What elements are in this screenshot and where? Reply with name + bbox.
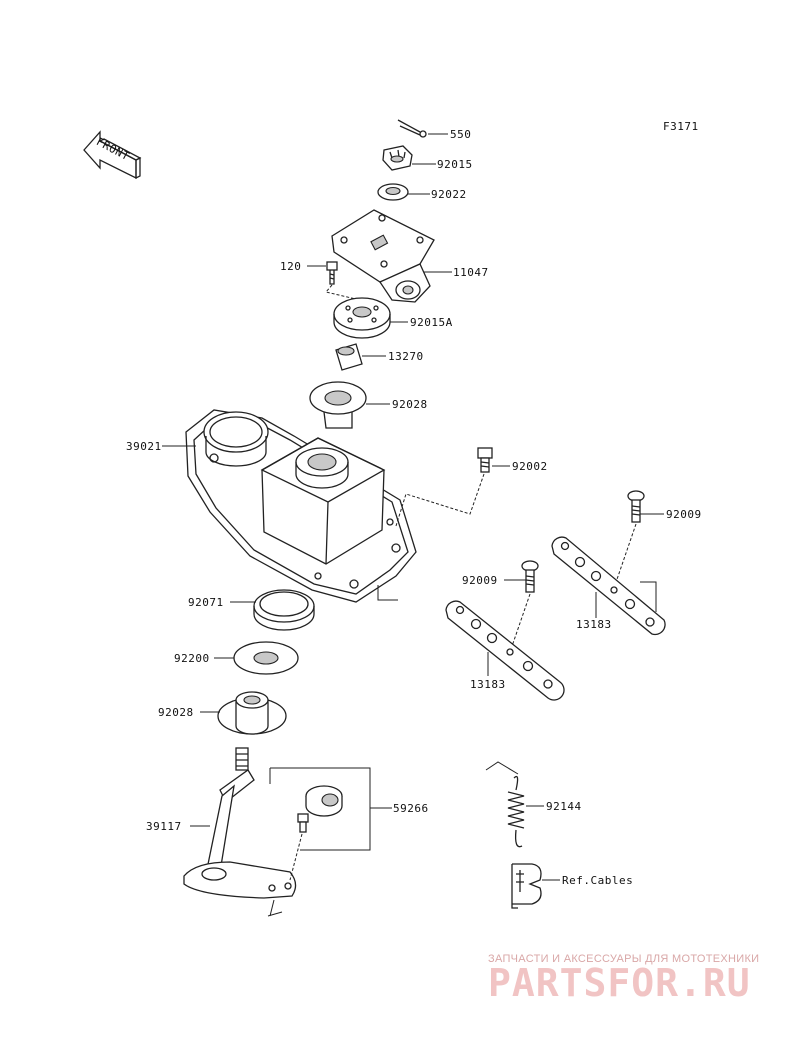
spring-92144 — [485, 761, 525, 848]
plate-92015A — [333, 297, 391, 339]
callout-550: 550 — [450, 128, 471, 141]
bracket-11047 — [331, 209, 435, 303]
callout-59266: 59266 — [393, 802, 429, 815]
figure-code: F3171 — [663, 120, 699, 133]
seal-92028-bottom — [217, 691, 287, 735]
callout-92200: 92200 — [174, 652, 210, 665]
bolt-92009-right — [627, 490, 645, 523]
watermark-subtitle: ЗАПЧАСТИ И АКСЕССУАРЫ ДЛЯ МОТОТЕХНИКИ — [488, 953, 759, 965]
washer-92022 — [377, 183, 409, 201]
kit-59266 — [269, 767, 371, 881]
callout-13183-left: 13183 — [470, 678, 506, 691]
bolt-92009-left — [521, 560, 539, 593]
bar-13183-left — [445, 600, 565, 701]
callout-ref-cables: Ref.Cables — [562, 874, 633, 887]
bar-13183-right — [551, 536, 666, 636]
callout-13270: 13270 — [388, 350, 424, 363]
callout-92071: 92071 — [188, 596, 224, 609]
callout-92028-bottom: 92028 — [158, 706, 194, 719]
callout-39117: 39117 — [146, 820, 182, 833]
watermark: ЗАПЧАСТИ И АКСЕССУАРЫ ДЛЯ МОТОТЕХНИКИ PA… — [488, 953, 759, 1005]
washer-92200 — [233, 641, 299, 675]
bolt-120 — [326, 261, 338, 285]
callout-92144: 92144 — [546, 800, 582, 813]
callout-92009-left: 92009 — [462, 574, 498, 587]
seal-92028-top — [309, 381, 367, 429]
castle-nut-92015 — [382, 145, 413, 171]
callout-92009-right: 92009 — [666, 508, 702, 521]
watermark-brand: PARTSFOR.RU — [488, 961, 751, 1005]
cable-clip — [511, 863, 542, 909]
bolt-92002 — [477, 447, 493, 473]
callout-13183-right: 13183 — [576, 618, 612, 631]
housing-39021 — [185, 409, 417, 603]
callout-92015: 92015 — [437, 158, 473, 171]
callout-92028-top: 92028 — [392, 398, 428, 411]
callout-92002: 92002 — [512, 460, 548, 473]
callout-11047: 11047 — [453, 266, 489, 279]
callout-120: 120 — [280, 260, 301, 273]
cotter-pin-550 — [397, 119, 427, 138]
callout-39021: 39021 — [126, 440, 162, 453]
shaft-lever-39117 — [183, 747, 297, 899]
callout-92022: 92022 — [431, 188, 467, 201]
callout-92015A: 92015A — [410, 316, 453, 329]
front-arrow-icon: FRONT — [83, 130, 142, 180]
seal-ring-92071 — [253, 589, 315, 631]
collar-13270 — [335, 343, 363, 371]
